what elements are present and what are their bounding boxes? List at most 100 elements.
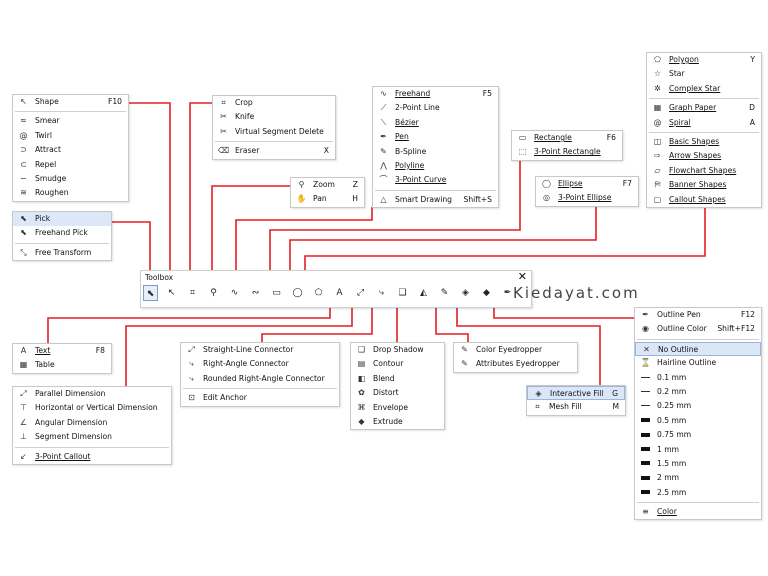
shape-tool-icon[interactable]: ↖ <box>167 288 176 298</box>
menu-item-bezier[interactable]: ⟍Bézier <box>373 116 498 130</box>
menu-item-repel[interactable]: ⊂Repel <box>13 158 128 172</box>
menu-item-star[interactable]: ☆Star <box>647 67 761 81</box>
menu-item-banner-shapes[interactable]: ⛿Banner Shapes <box>647 178 761 192</box>
menu-item-right-angle-connector[interactable]: ⤷Right-Angle Connector <box>181 357 339 371</box>
menu-item-line-width[interactable]: 0.25 mm <box>635 399 761 413</box>
drop-shadow-tool-icon[interactable]: ❑ <box>398 288 407 298</box>
menu-item-line-width[interactable]: 0.5 mm <box>635 414 761 428</box>
menu-item-line-width[interactable]: 0.1 mm <box>635 371 761 385</box>
menu-item-2-point-line[interactable]: ⟋2-Point Line <box>373 101 498 115</box>
menu-item-line-width[interactable]: 0.2 mm <box>635 385 761 399</box>
menu-item-envelope[interactable]: ⌘Envelope <box>351 401 444 415</box>
menu-item-parallel-dimension[interactable]: ⤢Parallel Dimension <box>13 387 171 401</box>
menu-separator <box>637 338 759 340</box>
menu-item-virtual-segment-delete[interactable]: ✂Virtual Segment Delete <box>213 125 335 139</box>
menu-item-extrude[interactable]: ◆Extrude <box>351 415 444 429</box>
dimension-tool-icon[interactable]: ⤢ <box>356 288 365 298</box>
text-tool-icon[interactable]: A <box>336 288 343 298</box>
menu-item-smudge[interactable]: ∽Smudge <box>13 172 128 186</box>
outline-pen-icon[interactable]: ✒ <box>503 288 512 298</box>
connector-tool-icon[interactable]: ⤷ <box>378 288 385 298</box>
menu-item-free-transform[interactable]: ⤡Free Transform <box>13 246 111 260</box>
complex-star-icon: ✲ <box>654 83 661 93</box>
menu-item-freehand-pick[interactable]: ⬉Freehand Pick <box>13 226 111 240</box>
menu-item-crop[interactable]: ⌗Crop <box>213 96 335 110</box>
menu-item-label: Mesh Fill <box>549 402 582 412</box>
menu-item-label: Smear <box>35 116 60 126</box>
menu-item-3-point-callout[interactable]: ↙3-Point Callout <box>13 450 171 464</box>
menu-item-arrow-shapes[interactable]: ⇨Arrow Shapes <box>647 149 761 163</box>
menu-item-line-width[interactable]: 0.75 mm <box>635 428 761 442</box>
menu-item-callout-shapes[interactable]: ▢Callout Shapes <box>647 193 761 207</box>
menu-item-shortcut: M <box>612 402 619 412</box>
menu-item-color[interactable]: ≡Color <box>635 505 761 519</box>
polygon-tool-icon[interactable]: ⬠ <box>314 288 323 298</box>
menu-item-line-width[interactable]: 2.5 mm <box>635 486 761 500</box>
menu-item-blend[interactable]: ◧Blend <box>351 372 444 386</box>
menu-item-table[interactable]: ▦Table <box>13 358 111 372</box>
artistic-media-icon[interactable]: ∾ <box>251 288 260 298</box>
menu-item-pick[interactable]: ⬉Pick <box>13 212 111 227</box>
close-icon[interactable]: ✕ <box>517 270 527 283</box>
menu-item-smear[interactable]: ≈Smear <box>13 114 128 128</box>
menu-item-straight-line-connector[interactable]: ⤢Straight-Line Connector <box>181 343 339 357</box>
menu-item-contour[interactable]: ▤Contour <box>351 357 444 371</box>
menu-item-distort[interactable]: ✿Distort <box>351 386 444 400</box>
rectangle-tool-icon[interactable]: ▭ <box>272 288 281 298</box>
menu-item-segment-dimension[interactable]: ⊥Segment Dimension <box>13 430 171 444</box>
ellipse-tool-icon[interactable]: ◯ <box>292 288 303 298</box>
menu-item-angular-dimension[interactable]: ∠Angular Dimension <box>13 416 171 430</box>
zoom-tool-icon[interactable]: ⚲ <box>210 288 217 298</box>
menu-item-flowchart-shapes[interactable]: ▱Flowchart Shapes <box>647 164 761 178</box>
menu-item-drop-shadow[interactable]: ❑Drop Shadow <box>351 343 444 357</box>
menu-item-color-eyedropper[interactable]: ✎Color Eyedropper <box>454 343 577 357</box>
eyedropper-tool-icon[interactable]: ✎ <box>440 288 449 298</box>
crop-tool-icon[interactable]: ⌗ <box>189 288 196 298</box>
menu-item-line-width[interactable]: 1.5 mm <box>635 457 761 471</box>
menu-item-hairline-outline[interactable]: ⌛Hairline Outline <box>635 356 761 370</box>
menu-item-horizontal-vertical-dimension[interactable]: ⊤Horizontal or Vertical Dimension <box>13 401 171 415</box>
menu-item-basic-shapes[interactable]: ◫Basic Shapes <box>647 135 761 149</box>
menu-item-rounded-right-angle-connector[interactable]: ⤷Rounded Right-Angle Connector <box>181 372 339 386</box>
interactive-fill-icon[interactable]: ◈ <box>462 288 469 298</box>
menu-item-3-point-ellipse[interactable]: ◎3-Point Ellipse <box>536 191 638 205</box>
menu-item-pen[interactable]: ✒Pen <box>373 130 498 144</box>
transparency-tool-icon[interactable]: ◭ <box>420 288 427 298</box>
menu-item-no-outline[interactable]: ✕No Outline <box>635 341 761 357</box>
menu-item-3-point-rectangle[interactable]: ⬚3-Point Rectangle <box>512 145 622 159</box>
menu-item-3-point-curve[interactable]: ⌒3-Point Curve <box>373 173 498 187</box>
menu-item-roughen[interactable]: ≋Roughen <box>13 186 128 200</box>
eyedropper-flyout: ✎Color Eyedropper✎Attributes Eyedropper <box>453 342 578 373</box>
menu-item-line-width[interactable]: 1 mm <box>635 443 761 457</box>
menu-item-b-spline[interactable]: ✎B-Spline <box>373 145 498 159</box>
menu-item-edit-anchor[interactable]: ⊡Edit Anchor <box>181 391 339 405</box>
menu-item-attract[interactable]: ⊃Attract <box>13 143 128 157</box>
menu-item-knife[interactable]: ✂Knife <box>213 110 335 124</box>
menu-item-polyline[interactable]: ⋀Polyline <box>373 159 498 173</box>
smart-fill-icon[interactable]: ◆ <box>483 288 490 298</box>
menu-item-label: Banner Shapes <box>669 180 727 190</box>
pick-tool-icon[interactable]: ⬉ <box>143 285 158 301</box>
menu-item-attributes-eyedropper[interactable]: ✎Attributes Eyedropper <box>454 357 577 371</box>
menu-item-complex-star[interactable]: ✲Complex Star <box>647 82 761 96</box>
menu-item-label: Star <box>669 69 685 79</box>
freehand-tool-icon[interactable]: ∿ <box>230 288 239 298</box>
menu-item-twirl[interactable]: @Twirl <box>13 129 128 143</box>
menu-item-line-width[interactable]: 2 mm <box>635 471 761 485</box>
